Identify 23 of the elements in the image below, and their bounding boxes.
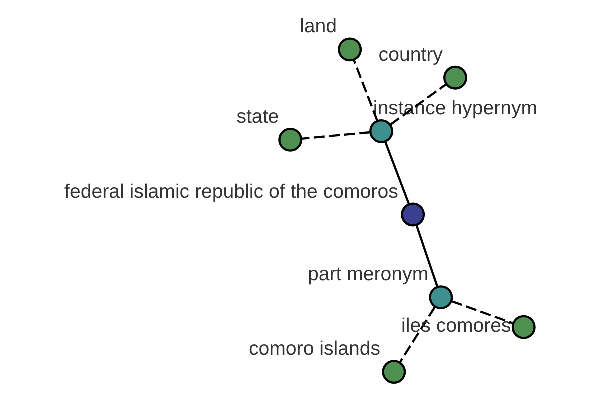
connector <box>384 141 410 205</box>
node-label: federal islamic republic of the comoros <box>64 180 398 203</box>
node-label: comoro islands <box>248 338 380 360</box>
node-label: state <box>236 106 279 128</box>
connector <box>301 131 370 140</box>
node-circle <box>428 286 453 310</box>
connector <box>399 306 436 363</box>
connector <box>451 300 513 324</box>
node-label: part meronym <box>307 264 428 286</box>
node-label: instance hypernym <box>372 97 538 120</box>
node-circle <box>443 66 467 90</box>
connector <box>415 225 438 287</box>
connector <box>352 60 378 122</box>
node-circle <box>338 38 362 62</box>
node-label: country <box>378 44 442 66</box>
node-circle <box>400 202 425 227</box>
node-circle <box>369 119 393 144</box>
node-circle <box>278 128 302 152</box>
node-label: iles comores <box>401 315 511 338</box>
node-circle <box>382 360 406 384</box>
connector <box>389 84 446 126</box>
node-label: land <box>300 16 337 38</box>
node-circle <box>511 315 536 340</box>
